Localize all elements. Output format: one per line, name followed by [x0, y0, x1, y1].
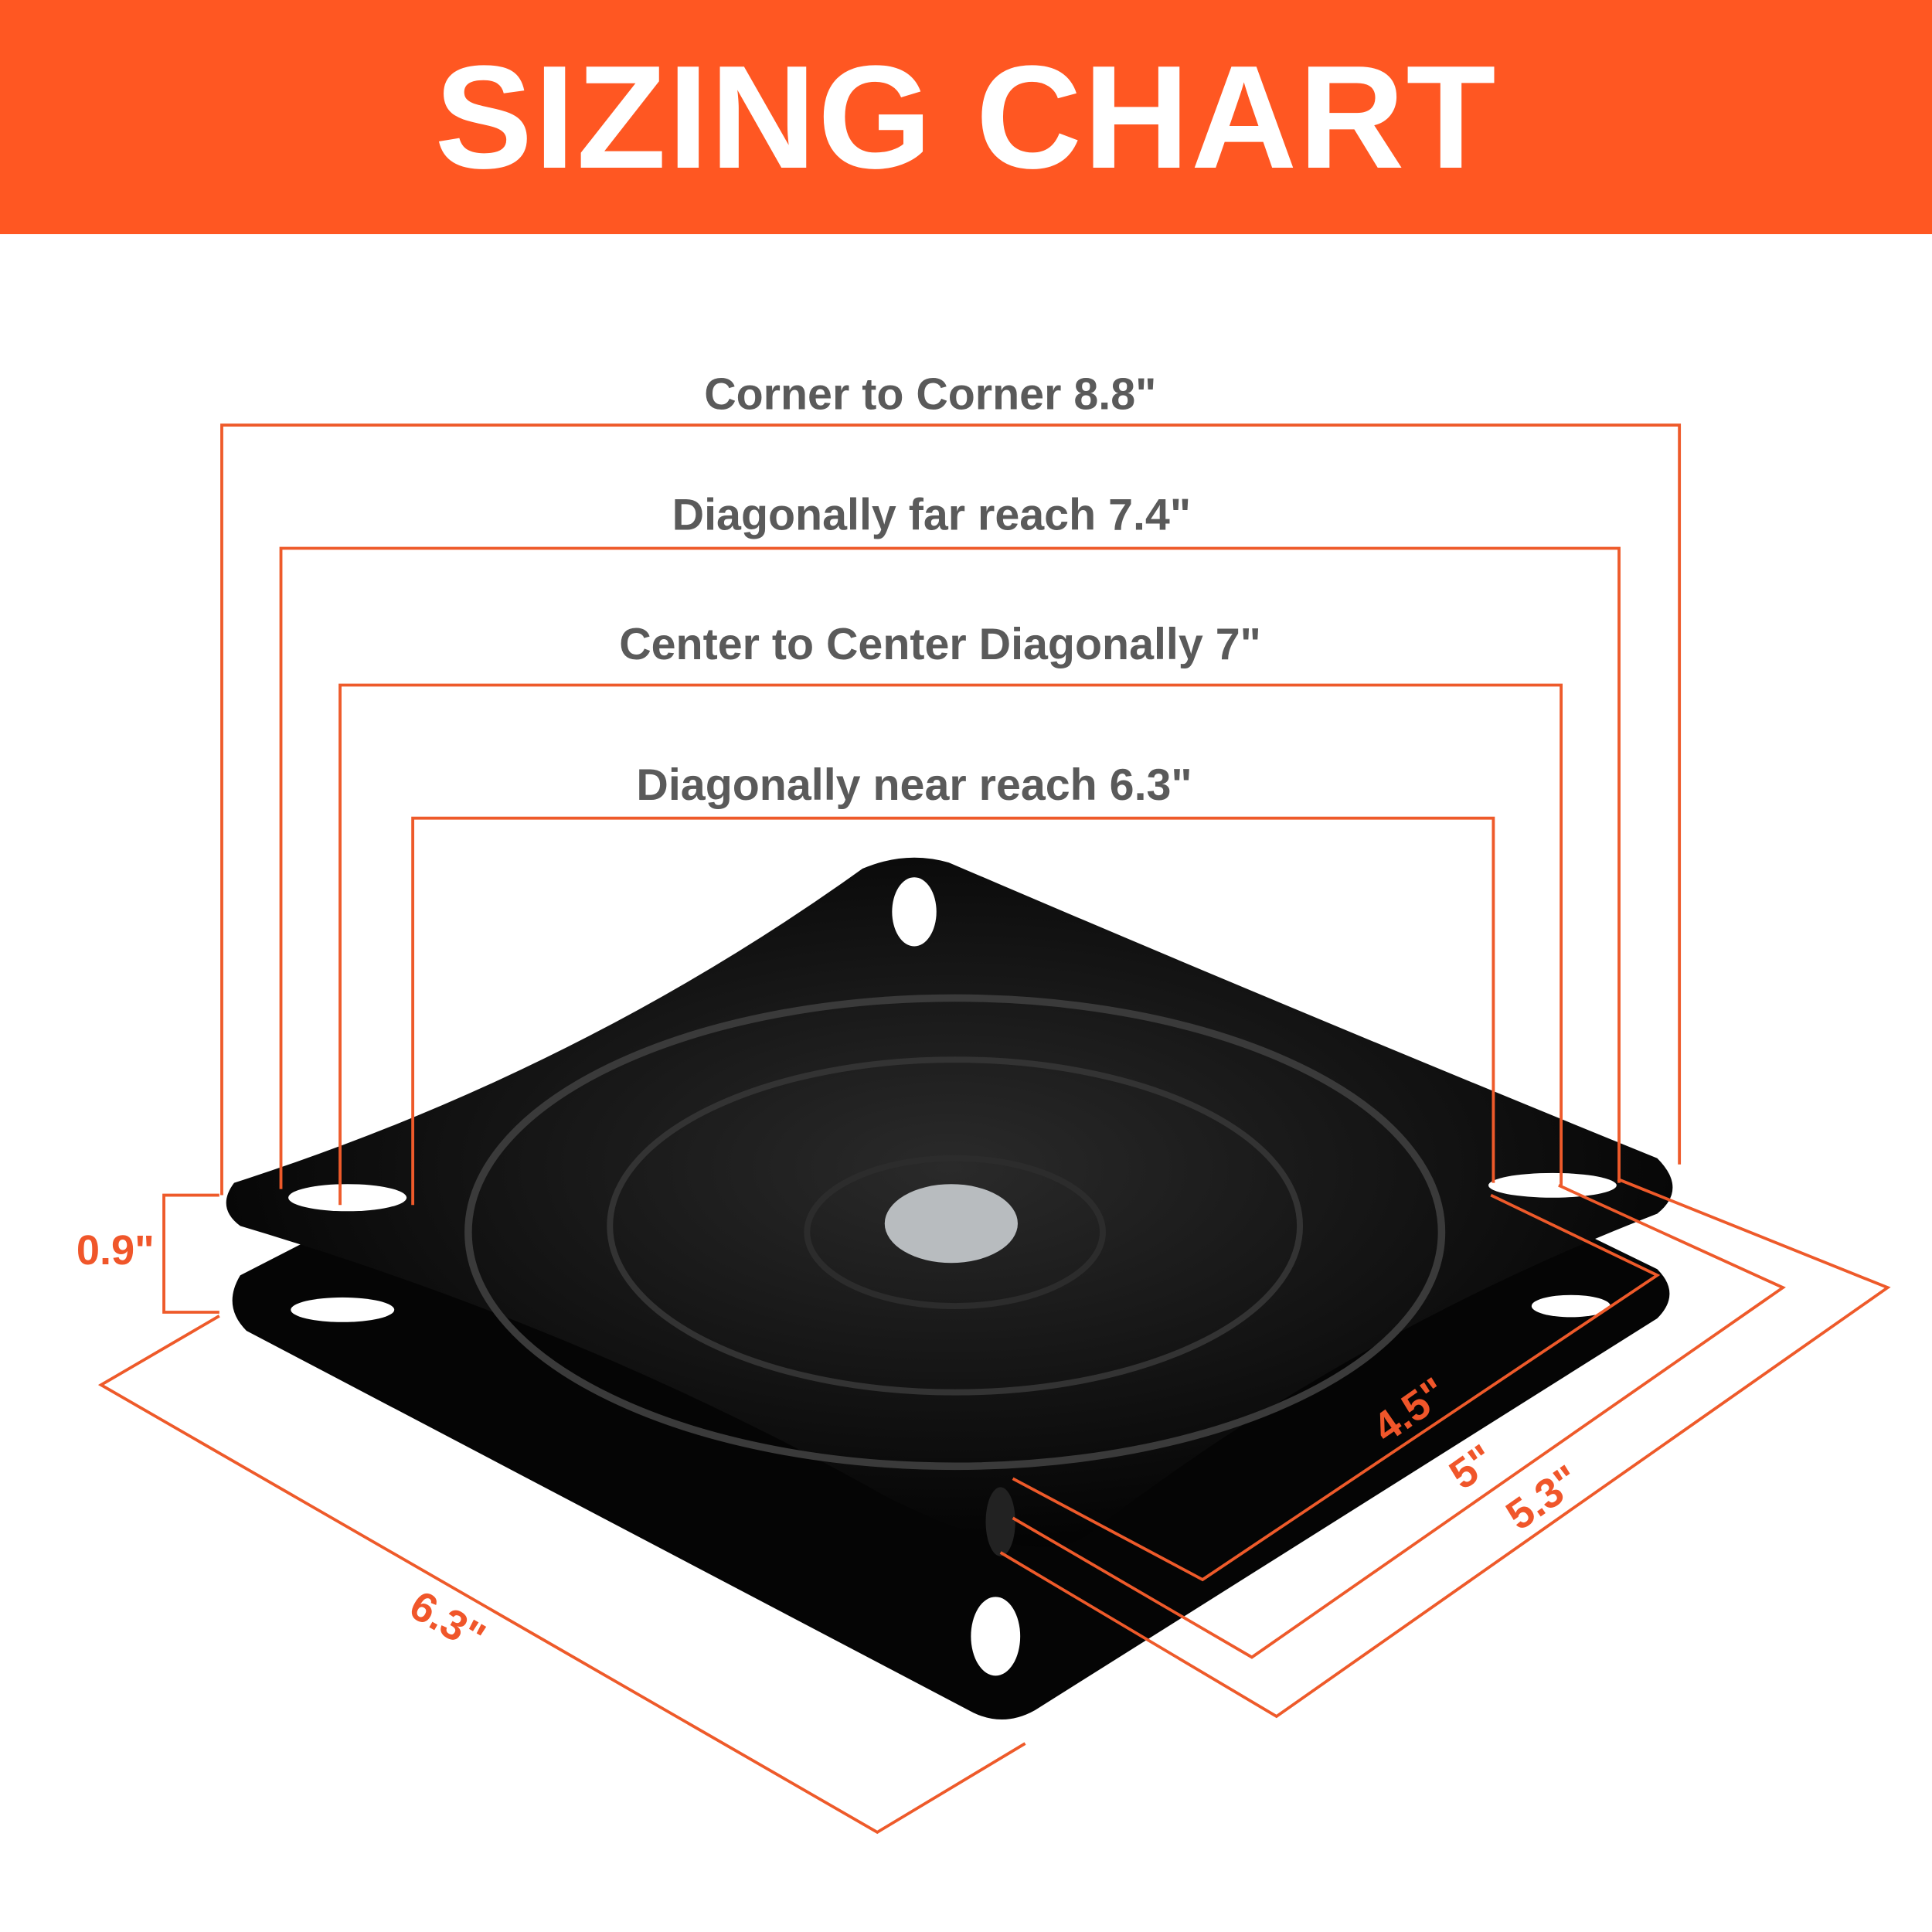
- height-label: 0.9": [77, 1227, 155, 1274]
- page-title: SIZING CHART: [434, 35, 1498, 199]
- outer-ring: [464, 994, 1446, 1471]
- hole-inner-line: [1012, 1193, 1661, 1582]
- corner-to-corner-label: Corner to Corner 8.8": [704, 369, 1156, 419]
- near-reach-label: Diagonally near reach 6.3": [636, 760, 1192, 810]
- far-reach-label: Diagonally far reach 7.4": [672, 491, 1191, 540]
- hole-outer-line: [999, 1178, 1891, 1719]
- swivel-plate-product: [226, 857, 1673, 1720]
- center-to-center-line: [338, 683, 1563, 1206]
- hole-center-line: [1012, 1184, 1786, 1659]
- hub-ring: [804, 1155, 1106, 1310]
- center-to-center-label: Center to Center Diagonally 7": [619, 620, 1261, 669]
- hole-outer-label: 5.3": [1498, 1457, 1588, 1539]
- height-line: [162, 1193, 219, 1314]
- inner-ring: [607, 1056, 1304, 1396]
- center-bolt: [884, 1184, 1018, 1264]
- mounting-holes: [288, 877, 1617, 1676]
- header-banner: SIZING CHART: [0, 0, 1932, 234]
- far-reach-line: [279, 546, 1621, 1189]
- corner-to-corner-line: [220, 423, 1682, 1196]
- near-reach-line: [411, 816, 1495, 1206]
- side-line: [97, 1315, 1026, 1835]
- side-label: 6.3": [402, 1582, 492, 1661]
